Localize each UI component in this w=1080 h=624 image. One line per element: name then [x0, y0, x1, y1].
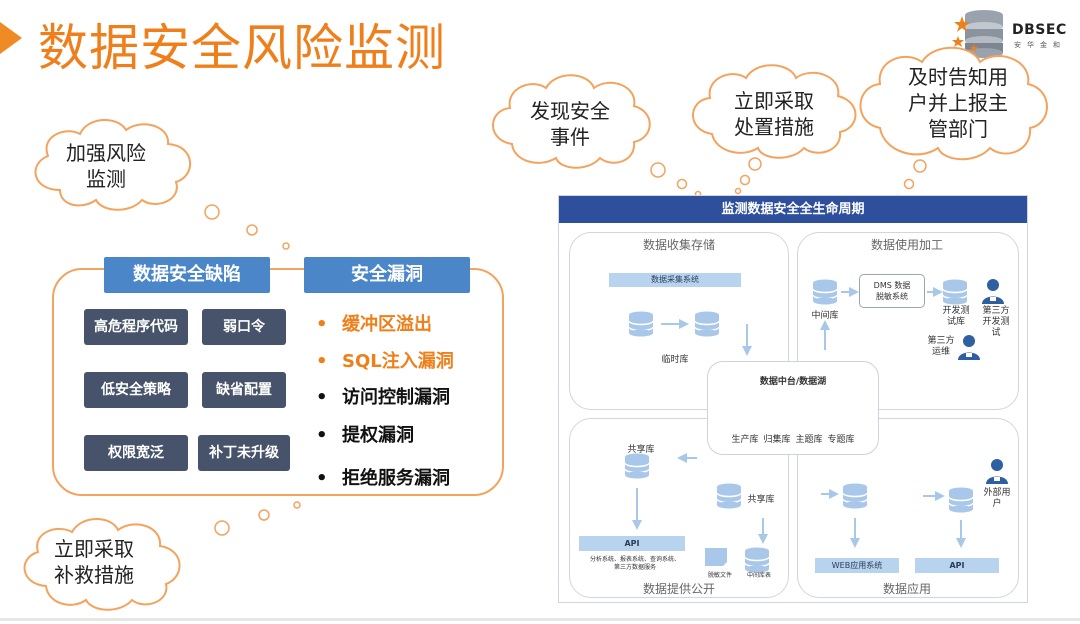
desens-file-label: 脱敏文件 [707, 572, 732, 579]
lifecycle-header: 监测数据安全全生命周期 [559, 196, 1027, 223]
cloud-dot [282, 242, 290, 250]
cloud-remedy-label: 立即采取 补救措施 [54, 537, 134, 587]
defect-tile: 弱口令 [202, 309, 286, 345]
cloud-dot [258, 509, 270, 521]
db-icon [624, 452, 650, 480]
db-icon [716, 482, 742, 510]
defect-tile: 补丁未升级 [198, 435, 290, 471]
db-icon [842, 482, 868, 510]
quadrant-apply-label: 数据应用 [882, 582, 931, 596]
db-icon [694, 310, 720, 338]
db-label-topic: 主题库 [795, 435, 823, 445]
defect-tile: 权限宽泛 [84, 435, 188, 471]
cloud-strengthen-label: 加强风险 监测 [66, 141, 146, 191]
defect-tile: 低安全策略 [84, 372, 188, 408]
cloud-dot [214, 520, 230, 536]
db-icon [948, 486, 974, 514]
lifecycle-diagram: 监测数据安全全生命周期 数据收集存储 数据使用加工 数据提供公开 数据应用 [558, 195, 1028, 603]
apply-api-bar: API [915, 558, 999, 573]
cloud-dot [903, 178, 915, 190]
external-user-icon [986, 459, 1008, 484]
bullet: • [316, 314, 328, 335]
mid-db-label: 中间库 [811, 311, 839, 321]
vulns-header: 安全漏洞 [304, 257, 470, 293]
cloud-dot [650, 162, 666, 178]
vuln-item: • 提权漏洞 [316, 421, 414, 447]
lifecycle-flow-graphics [624, 278, 974, 574]
cloud-dot [748, 157, 762, 171]
defect-tile: 高危程序代码 [84, 309, 188, 345]
defect-tile: 缺省配置 [202, 372, 286, 408]
cloud-dot [246, 224, 258, 236]
cloud-dot [734, 187, 742, 195]
db-label-special: 专题库 [827, 435, 855, 445]
cloud-dot [913, 159, 927, 173]
vuln-item: • 访问控制漏洞 [316, 383, 450, 409]
mid-table-label: 中间库表 [746, 572, 771, 579]
vuln-item: • 缓冲区溢出 [316, 310, 432, 336]
temp-db-label: 临时库 [661, 355, 689, 365]
db-icon [812, 278, 838, 306]
quadrant-provide-label: 数据提供公开 [642, 582, 715, 596]
bullet: • [316, 425, 328, 446]
db-icon [942, 278, 968, 306]
shared-db-label: 共享库 [747, 495, 775, 505]
cloud-dispose-label: 立即采取 处置措施 [734, 89, 814, 139]
bullet: • [316, 351, 328, 372]
vuln-label: 缓冲区溢出 [342, 314, 432, 335]
vuln-item: • SQL注入漏洞 [316, 347, 454, 373]
bullet: • [316, 468, 328, 489]
provide-api-bar: API [579, 536, 685, 551]
shared-db-label: 共享库 [627, 445, 655, 455]
data-platform-title: 数据中台/数据湖 [759, 377, 827, 387]
cloud-dot [676, 178, 688, 190]
vuln-label: SQL注入漏洞 [342, 351, 454, 372]
title-arrow-icon [0, 22, 22, 54]
cloud-discover-label: 发现安全 事件 [530, 99, 610, 149]
cloud-dot [293, 501, 301, 509]
db-label-collection: 归集库 [763, 435, 791, 445]
collect-system-bar: 数据采集系统 [609, 273, 741, 287]
defects-header: 数据安全缺陷 [104, 257, 270, 293]
web-app-bar: WEB应用系统 [815, 558, 899, 573]
dms-desensitize-box: DMS 数据 脱敏系统 [859, 274, 925, 308]
cloud-notify-label: 及时告知用 户并上报主 管部门 [908, 65, 1008, 141]
quadrant-collect-label: 数据收集存储 [642, 238, 715, 252]
vuln-label: 提权漏洞 [342, 425, 414, 446]
provide-api-note: 分析系统、报表系统、查询系统、 第三方数据服务 [589, 556, 680, 571]
logo-subtitle: 安华金和 [1014, 41, 1066, 49]
cloud-dot [204, 204, 220, 220]
data-platform-box [707, 361, 879, 455]
db-icon [744, 546, 770, 574]
bullet: • [316, 387, 328, 408]
quadrant-use-label: 数据使用加工 [870, 238, 943, 252]
file-icon [705, 548, 727, 566]
dev-db-label: 开发测 试库 [942, 306, 970, 327]
third-party-ops-icon [958, 335, 980, 360]
vuln-item: • 拒绝服务漏洞 [316, 464, 450, 490]
logo-brand: DBSEC [1012, 22, 1067, 38]
third-party-dev-icon [982, 279, 1004, 304]
db-icon [628, 310, 654, 338]
third-party-ops-label: 第三方 运维 [927, 336, 955, 357]
vuln-label: 访问控制漏洞 [342, 387, 450, 408]
bottom-divider [0, 618, 1080, 621]
external-user-label: 外部用 户 [983, 488, 1011, 509]
third-party-dev-label: 第三方 开发测 试 [982, 306, 1010, 338]
vuln-label: 拒绝服务漏洞 [342, 468, 450, 489]
cloud-dot [739, 174, 751, 186]
page-title: 数据安全风险监测 [38, 19, 446, 77]
db-label-production: 生产库 [731, 435, 759, 445]
